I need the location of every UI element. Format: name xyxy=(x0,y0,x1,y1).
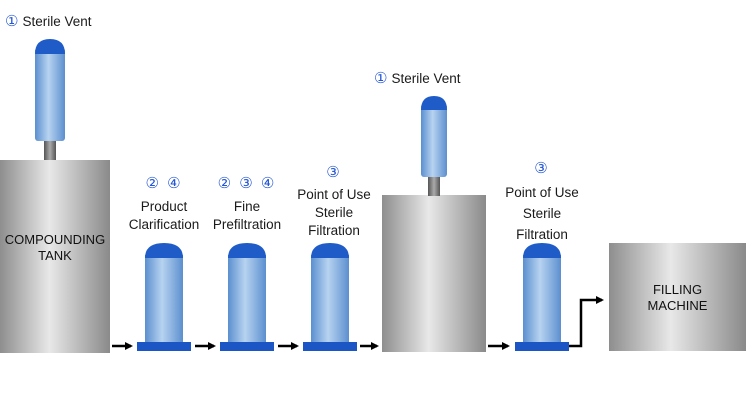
filter-numbers: ② ④ xyxy=(145,175,183,192)
filter-label-line1: Point of Use xyxy=(505,185,579,200)
filter-point-of-use-2 xyxy=(515,243,569,351)
filter-numbers: ② ③ ④ xyxy=(217,175,277,192)
holding-tank xyxy=(382,96,486,352)
filter-label: Fine Prefiltration xyxy=(187,198,307,234)
compounding-tank xyxy=(0,39,110,353)
filter-label-line2: Clarification xyxy=(128,217,200,232)
sterile-vent-filter-2 xyxy=(421,96,447,177)
compounding-tank-label: COMPOUNDING TANK xyxy=(0,232,110,264)
filling-machine-label: FILLING MACHINE xyxy=(609,282,746,314)
vent-stem xyxy=(44,140,56,160)
vent-label-text: Sterile Vent xyxy=(391,71,461,86)
vent-stem xyxy=(428,176,440,196)
filling-machine xyxy=(609,243,746,351)
filter-base xyxy=(220,342,274,351)
filter-label: Product Clarification xyxy=(104,198,224,234)
tank-label-line1: COMPOUNDING xyxy=(4,232,106,247)
filter-label: Point of Use Sterile Filtration xyxy=(274,186,394,240)
filter-base xyxy=(515,342,569,351)
filter-product-clarification xyxy=(137,243,191,351)
compounding-tank-body xyxy=(0,160,110,353)
filter-base xyxy=(137,342,191,351)
filter-point-of-use-1 xyxy=(303,243,357,351)
sterile-vent-filter-1 xyxy=(35,39,65,141)
elbow-arrow-icon xyxy=(569,296,604,348)
filter-label-line1: Point of Use xyxy=(297,187,371,202)
tank-label-line1: FILLING xyxy=(652,282,703,297)
filter-base xyxy=(303,342,357,351)
tank-label-line2: MACHINE xyxy=(647,298,708,313)
filter-numbers: ③ xyxy=(534,160,550,177)
filter-label-line1: Product xyxy=(140,199,188,214)
holding-tank-body xyxy=(382,195,486,352)
filter-label-line3: Filtration xyxy=(516,227,568,242)
filter-label-line2: Sterile xyxy=(314,205,354,220)
filter-label-line3: Filtration xyxy=(308,223,360,238)
filter-numbers: ③ xyxy=(326,164,342,181)
filter-label-line2: Sterile xyxy=(522,206,562,221)
filter-label-line1: Fine xyxy=(233,199,261,214)
vent-number: ① xyxy=(374,70,388,87)
filter-label-line2: Prefiltration xyxy=(212,217,282,232)
vent-label-text: Sterile Vent xyxy=(22,14,92,29)
tank-label-line2: TANK xyxy=(38,248,72,263)
filter-fine-prefiltration xyxy=(220,243,274,351)
vent-number: ① xyxy=(5,13,19,30)
filter-label: Point of Use Sterile Filtration xyxy=(482,182,602,245)
